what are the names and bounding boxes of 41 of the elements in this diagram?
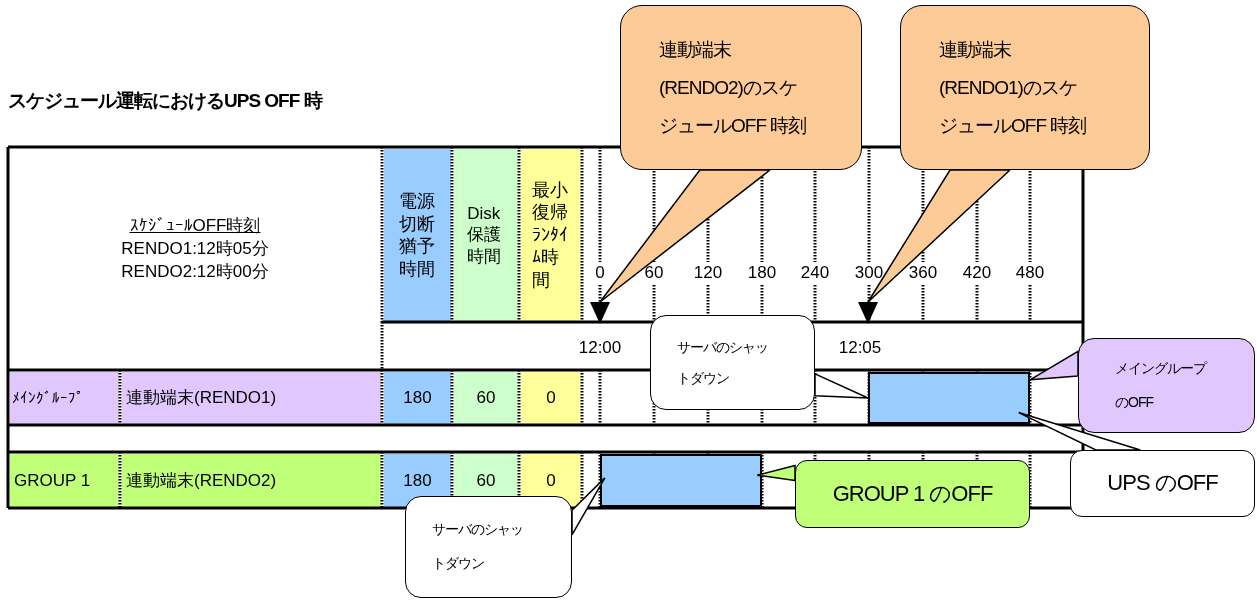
table-text: ｽｹｼﾞｭｰﾙOFF時刻: [129, 215, 261, 237]
time-marker: [590, 302, 610, 324]
table-cell: 連動端末(RENDO2): [122, 454, 381, 507]
table-text: RENDO2:12時00分: [121, 261, 269, 283]
table-text: 420: [962, 262, 992, 284]
table-text: 120: [693, 262, 723, 284]
table-text: 12:05: [838, 337, 882, 359]
table-text: 12:00: [578, 337, 622, 359]
callout-box: 連動端末(RENDO2)のスケジュールOFF 時刻: [620, 5, 862, 170]
callout-box: サーバのシャットダウン: [650, 315, 815, 410]
table-cell: 180: [384, 372, 451, 424]
table-text: RENDO1:12時05分: [121, 238, 269, 260]
callout-pointer: [756, 464, 796, 482]
table-text: 180: [747, 262, 777, 284]
table-text: 300: [854, 262, 884, 284]
diagram-title: スケジュール運転におけるUPS OFF 時: [8, 89, 322, 113]
header-cell: 最小復帰ﾗﾝﾀｲﾑ時間: [521, 149, 581, 321]
table-text: 360: [908, 262, 938, 284]
table-text: 240: [800, 262, 830, 284]
table-text: 480: [1015, 262, 1045, 284]
table-cell: GROUP 1: [10, 454, 119, 507]
header-cell: 電源切断猶予時間: [384, 149, 451, 321]
table-cell: 60: [454, 372, 518, 424]
table-text: 0: [595, 262, 605, 284]
table-text: 60: [644, 262, 664, 284]
time-marker: [858, 302, 878, 324]
table-cell: 0: [521, 372, 581, 424]
callout-box: サーバのシャットダウン: [405, 496, 572, 598]
table-cell: ﾒｲﾝｸﾞﾙｰﾌﾟ: [10, 372, 119, 424]
callout-pointer: [571, 477, 606, 536]
callout-pointer: [1017, 411, 1142, 451]
table-cell: 連動端末(RENDO1): [122, 372, 381, 424]
callout-box: GROUP 1 のOFF: [795, 460, 1030, 528]
header-cell: Disk保護時間: [454, 149, 518, 321]
shutdown-bar: [868, 372, 1030, 424]
callout-pointer: [599, 169, 771, 303]
callout-pointer: [1029, 350, 1079, 381]
callout-pointer: [867, 169, 1011, 303]
callout-pointer: [814, 372, 869, 399]
callout-box: メイングループのOFF: [1078, 338, 1255, 433]
shutdown-bar: [600, 454, 762, 507]
